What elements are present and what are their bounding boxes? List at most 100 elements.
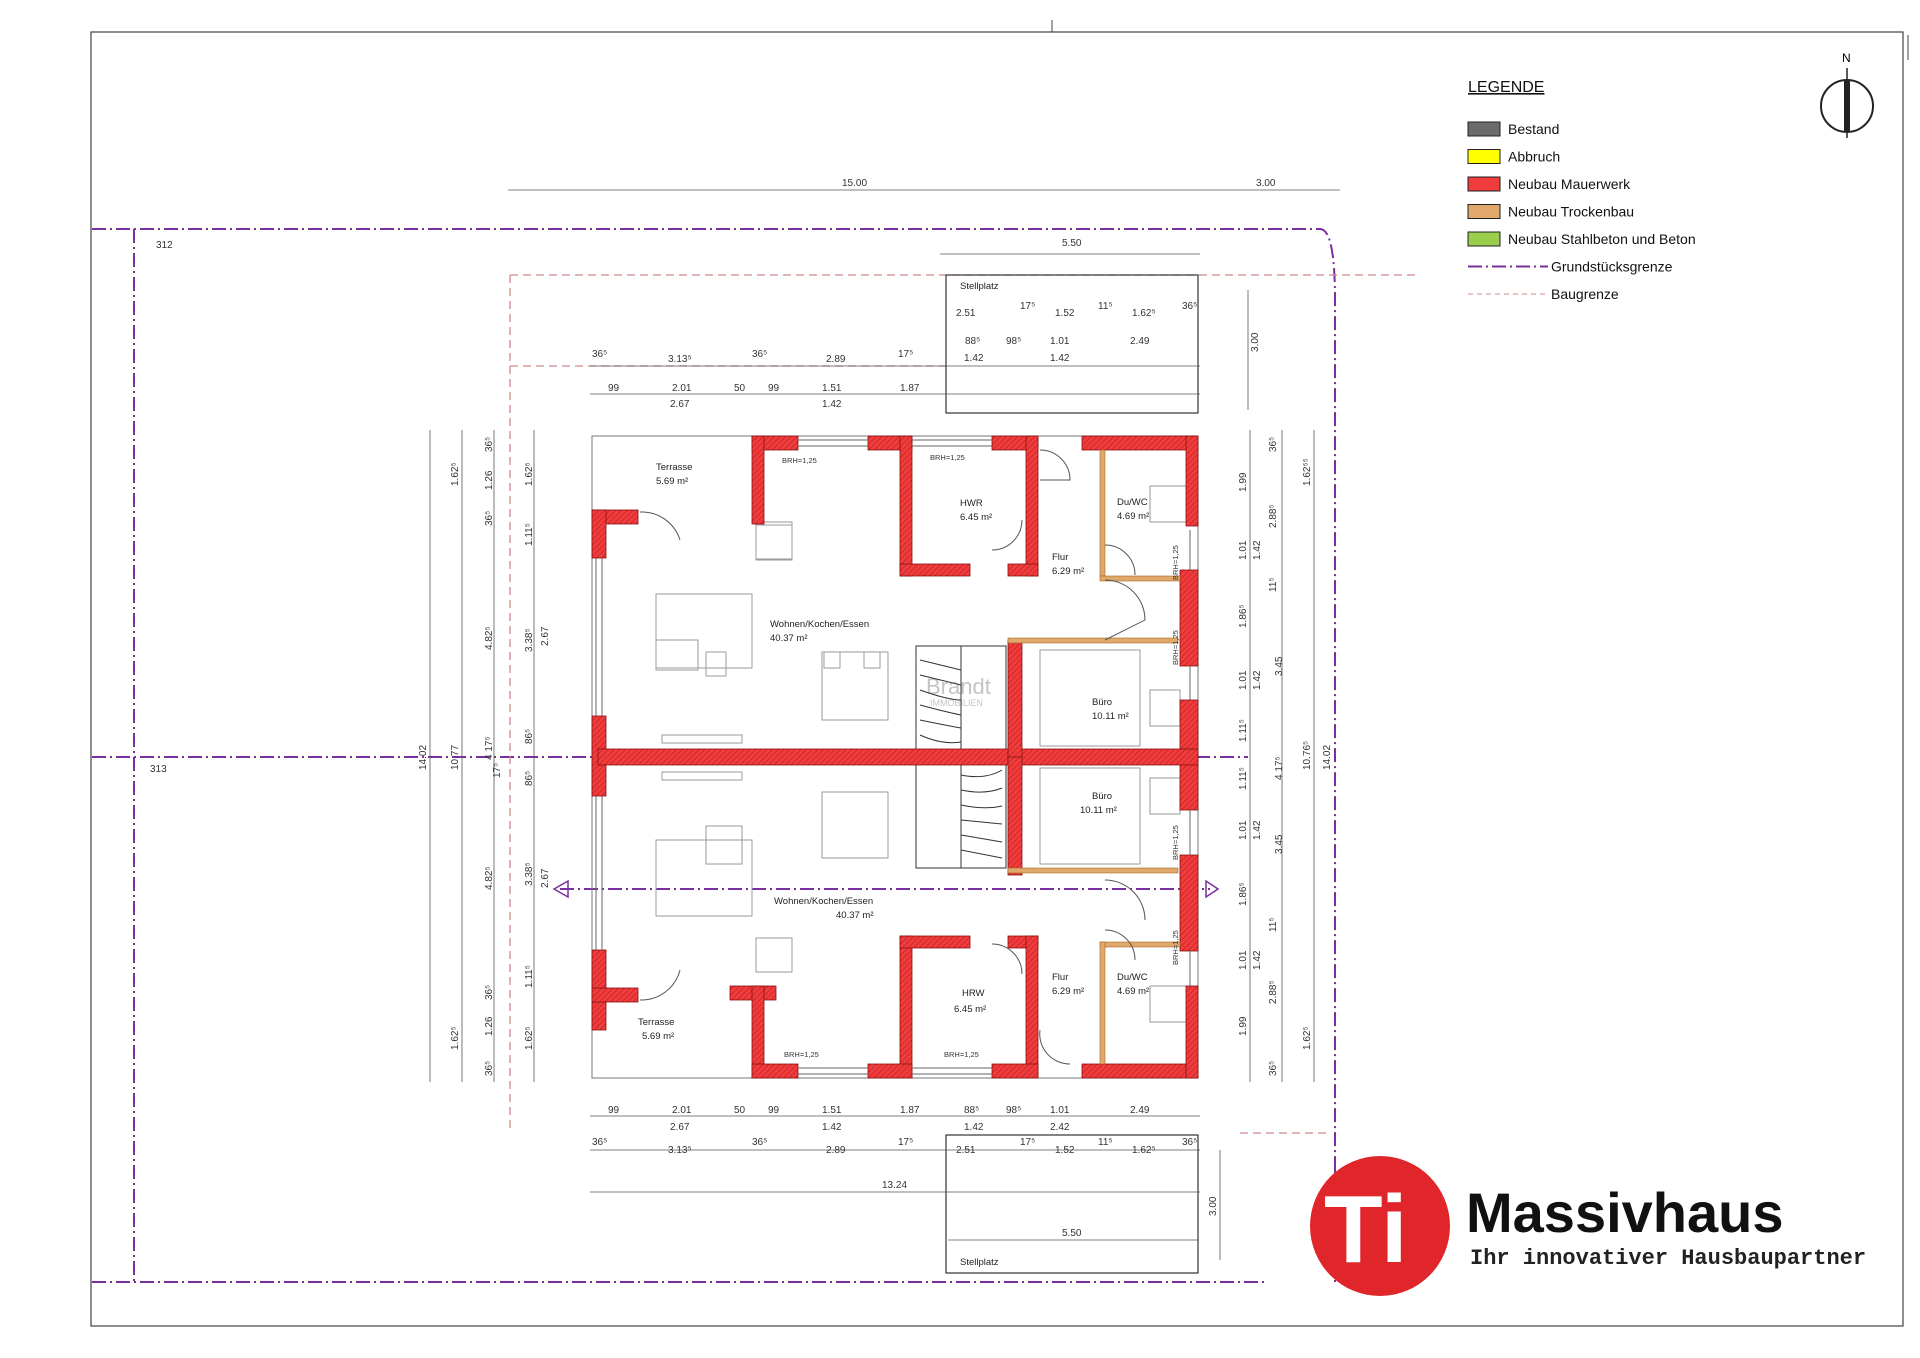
svg-text:BRH=1,25: BRH=1,25 [1171,825,1180,860]
logo-mark: Ti [1324,1176,1408,1283]
svg-text:2.49: 2.49 [1130,1105,1150,1116]
svg-text:1.62⁵⁵: 1.62⁵⁵ [1302,458,1313,486]
svg-text:BRH=1,25: BRH=1,25 [1171,930,1180,965]
svg-text:17⁵: 17⁵ [492,763,503,778]
room-name: Büro [1092,791,1112,802]
room-area: 6.45 m² [954,1004,986,1015]
room-area: 10.11 m² [1080,805,1117,816]
furniture [655,485,1191,1023]
logo-tagline: Ihr innovativer Hausbaupartner [1470,1246,1866,1271]
svg-text:1.99: 1.99 [1238,472,1249,492]
svg-text:36⁵: 36⁵ [1268,437,1279,452]
legend-item: Abbruch [1467,149,1560,165]
room-area: 5.69 m² [642,1031,674,1042]
room-name: Du/WC [1117,497,1148,508]
svg-text:36⁵: 36⁵ [1268,1061,1279,1076]
svg-text:1.62⁵: 1.62⁵ [450,1026,461,1050]
masonry-walls [591,435,1199,1079]
svg-text:3.38⁵: 3.38⁵ [524,628,535,652]
svg-text:36⁵: 36⁵ [1182,301,1197,312]
room-name: Du/WC [1117,972,1148,983]
legend-item: Grundstücksgrenze [1468,259,1673,275]
sill-height-labels: BRH=1,25 BRH=1,25 BRH=1,25 BRH=1,25 BRH=… [782,453,1180,1059]
svg-text:36⁵: 36⁵ [592,1137,607,1148]
parcel-number-upper: 312 [156,240,173,251]
svg-text:1.99: 1.99 [1238,1016,1249,1036]
parcel-number-lower: 313 [150,764,167,775]
svg-text:99: 99 [608,383,620,394]
svg-text:1.62⁵: 1.62⁵ [524,1026,535,1050]
dim-left-outer: 14.02 [418,745,429,770]
svg-text:4.82⁵: 4.82⁵ [484,626,495,650]
svg-text:2.88⁵: 2.88⁵ [1268,504,1279,528]
svg-text:1.01: 1.01 [1050,1105,1070,1116]
svg-text:1.42: 1.42 [964,1122,984,1133]
svg-text:1.42: 1.42 [1252,540,1263,560]
svg-text:1.42: 1.42 [1252,670,1263,690]
room-area: 6.29 m² [1052,566,1084,577]
legend-label: Neubau Trockenbau [1508,204,1634,220]
dimension-lines [429,189,1340,1260]
svg-text:BRH=1,25: BRH=1,25 [782,456,817,465]
legend-swatch [1467,176,1501,192]
parking-space-bottom: Stellplatz [945,1134,1199,1274]
svg-text:17⁵: 17⁵ [898,1137,913,1148]
svg-text:2.01: 2.01 [672,383,692,394]
drywall-partitions [1007,449,1181,1065]
legend-label: Abbruch [1508,149,1560,165]
dim-parking-width-bottom: 5.50 [1062,1228,1082,1239]
room-area: 40.37 m² [770,633,808,644]
svg-text:36⁵: 36⁵ [592,349,607,360]
svg-text:98⁵: 98⁵ [1006,336,1021,347]
dim-top-overall-a: 15.00 [842,178,867,189]
watermark-line1: Brandt [926,674,991,699]
dim-top-overall-b: 3.00 [1256,178,1276,189]
svg-text:BRH=1,25: BRH=1,25 [1171,545,1180,580]
svg-text:3.13⁵: 3.13⁵ [668,1145,692,1156]
svg-text:1.42: 1.42 [1252,950,1263,970]
svg-text:3.45: 3.45 [1274,656,1285,676]
legend-label: Bestand [1508,121,1559,137]
svg-text:2.51: 2.51 [956,308,976,319]
svg-text:4 17⁵: 4 17⁵ [484,736,495,760]
door-swings [639,449,1146,1065]
svg-text:36⁵: 36⁵ [484,511,495,526]
room-area: 5.69 m² [656,476,688,487]
room-area: 4.69 m² [1117,511,1149,522]
svg-text:2.89: 2.89 [826,354,846,365]
legend-label: Baugrenze [1551,286,1619,302]
room-name: HWR [960,498,983,509]
svg-text:1.62⁵: 1.62⁵ [1302,1026,1313,1050]
svg-text:1.42: 1.42 [1252,820,1263,840]
svg-text:1.01: 1.01 [1238,670,1249,690]
svg-text:11⁵: 11⁵ [1098,301,1113,312]
svg-text:1.52: 1.52 [1055,1145,1075,1156]
svg-text:BRH=1,25: BRH=1,25 [930,453,965,462]
room-name: Terrasse [638,1017,674,1028]
legend-swatch [1467,121,1501,137]
svg-text:2.42: 2.42 [1050,1122,1070,1133]
dim-parking-depth-top: 3.00 [1250,332,1261,352]
dim-bottom-overall: 13.24 [882,1180,907,1191]
legend-label: Neubau Mauerwerk [1508,176,1631,192]
svg-text:3.13⁵: 3.13⁵ [668,354,692,365]
svg-text:1.11⁵: 1.11⁵ [1238,767,1249,790]
legend-swatch [1467,204,1501,219]
boundary-marker-right-icon [1205,879,1220,899]
svg-text:98⁵: 98⁵ [1006,1105,1021,1116]
svg-text:99: 99 [768,1105,780,1116]
legend-item: Neubau Stahlbeton und Beton [1467,231,1696,247]
sheet-frame [90,31,1904,1327]
svg-text:11⁵: 11⁵ [1268,917,1279,932]
svg-text:88⁵: 88⁵ [964,1105,979,1116]
svg-text:1.01: 1.01 [1238,540,1249,560]
svg-text:1.87: 1.87 [900,1105,920,1116]
svg-text:1.51: 1.51 [822,383,842,394]
svg-text:2.01: 2.01 [672,1105,692,1116]
north-label: N [1842,51,1851,65]
svg-text:17⁵: 17⁵ [1020,301,1035,312]
svg-text:2.51: 2.51 [956,1145,976,1156]
svg-text:1.62⁵: 1.62⁵ [1132,308,1156,319]
dim-right-outer: 14.02 [1322,745,1333,770]
dim-parking-width-top: 5.50 [1062,238,1082,249]
